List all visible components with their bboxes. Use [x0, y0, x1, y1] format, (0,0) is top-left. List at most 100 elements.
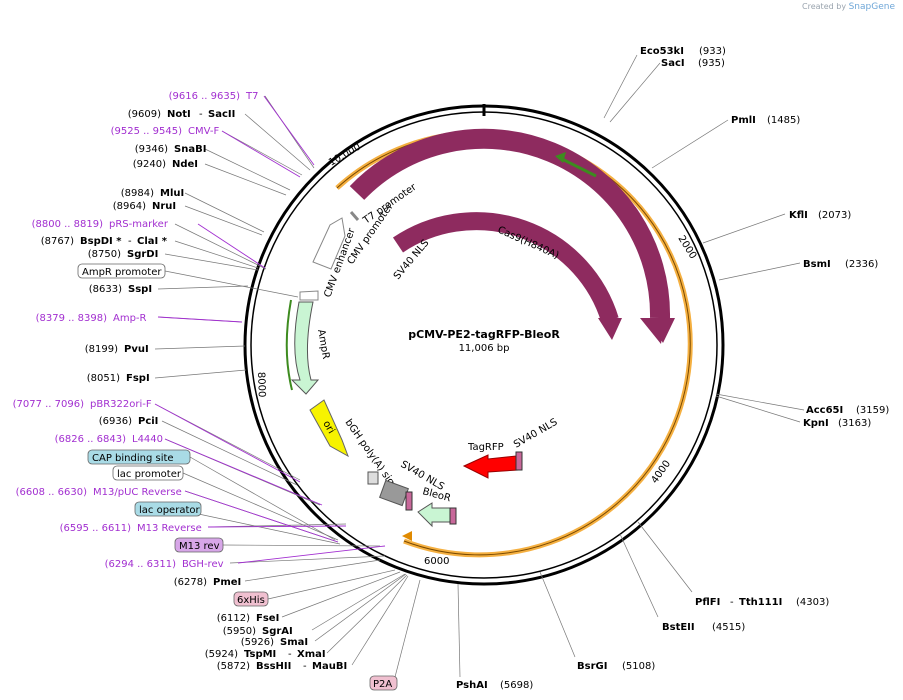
label-cmvf-pos: (9525 .. 9545): [111, 126, 183, 137]
ori-feature: [309, 399, 349, 458]
label-nrui: NruI: [152, 201, 176, 212]
label-sspi: SspI: [128, 284, 152, 295]
bgh-feature: [367, 471, 379, 485]
label-fsei: FseI: [256, 613, 279, 624]
label-cmvf: CMV-F: [188, 126, 219, 137]
label-ampr: Amp-R: [113, 313, 147, 324]
tick-6000: 6000: [424, 556, 449, 567]
watermark-brand: SnapGene: [848, 2, 895, 12]
label-bsteii-pos: (4515): [712, 622, 745, 633]
label-l4440-pos: (6826 .. 6843): [55, 434, 127, 445]
label-t7-pos: (9616 .. 9635): [169, 91, 241, 102]
label-tth111i: Tth111I: [739, 597, 782, 608]
plasmid-name: pCMV-PE2-tagRFP-BleoR: [408, 328, 560, 341]
label-noti-sep: -: [199, 109, 203, 120]
label-l4440: L4440: [132, 434, 163, 445]
label-saci: SacI: [661, 58, 685, 69]
label-pshai-pos: (5698): [500, 680, 533, 691]
tick-8000: 8000: [255, 372, 267, 398]
label-kpni-pos: (3163): [838, 418, 871, 429]
label-bspdi-sep: -: [128, 236, 132, 247]
label-fsei-pos: (6112): [217, 613, 250, 624]
label-sgrdi: SgrDI: [127, 249, 158, 260]
ampr-green-line: [285, 299, 293, 391]
label-pcii-pos: (6936): [99, 416, 132, 427]
label-pflfi-pos: (4303): [796, 597, 829, 608]
label-sgrai-pos: (5950): [223, 626, 256, 637]
6xhis-box: [233, 591, 269, 607]
label-kfli-pos: (2073): [818, 210, 851, 221]
p2a-box: [369, 675, 398, 691]
plasmid-size: 11,006 bp: [459, 343, 510, 354]
label-pcii: PciI: [138, 416, 158, 427]
cas9-green-arrow: [559, 156, 597, 178]
label-prs: pRS-marker: [109, 219, 169, 230]
label-sspi-pos: (8633): [89, 284, 122, 295]
ampr-feature: [290, 301, 320, 395]
label-sgrdi-pos: (8750): [88, 249, 121, 260]
label-maubi: MauBI: [312, 661, 347, 672]
grey-block: [379, 479, 409, 507]
label-m13rev-box: M13 rev: [179, 541, 220, 552]
label-ndei-pos: (9240): [133, 159, 166, 170]
label-kfli: KflI: [789, 210, 808, 221]
cas9-arrowhead: [647, 318, 675, 343]
cas9-band: [349, 128, 671, 319]
label-noti: NotI: [167, 109, 191, 120]
bleor-nls-box: [449, 507, 457, 525]
label-sgrai: SgrAI: [262, 626, 293, 637]
primer-leaders: [154, 95, 386, 564]
label-smai-pos: (5926): [241, 637, 274, 648]
label-tspmi-pos: (5924): [205, 649, 238, 660]
label-pbr-pos: (7077 .. 7096): [13, 399, 85, 410]
label-cap-binding: CAP binding site: [92, 453, 174, 464]
label-pflfi-sep: -: [730, 597, 734, 608]
label-bsshii-pos: (5872): [217, 661, 250, 672]
orange-track-end-arrow: [402, 531, 412, 541]
label-bsrgi-pos: (5108): [622, 661, 655, 672]
label-bsteii: BstEII: [662, 622, 695, 633]
label-pshai: PshAI: [456, 680, 488, 691]
label-lac-promoter: lac promoter: [117, 469, 182, 480]
cas9-green-arrowhead: [555, 152, 566, 163]
label-m13rev: M13 Reverse: [137, 523, 202, 534]
label-bspdi: BspDI *: [80, 236, 122, 247]
label-mlui: MluI: [160, 188, 184, 199]
watermark: Created by SnapGene: [802, 2, 895, 12]
label-saci-pos: (935): [698, 58, 725, 69]
ampr-promoter-arrow: [299, 290, 319, 301]
label-bspdi-pos: (8767): [41, 236, 74, 247]
label-pbr: pBR322ori-F: [90, 399, 152, 410]
lac-operator-box: [134, 501, 202, 517]
tagrfp-arrow: [462, 454, 519, 479]
label-clai: ClaI *: [137, 236, 168, 247]
t7-promoter-mark: [349, 211, 360, 221]
label-xmai: XmaI: [297, 649, 326, 660]
watermark-prefix: Created by: [802, 2, 847, 11]
label-pmli-pos: (1485): [767, 115, 800, 126]
label-pmli: PmlI: [731, 115, 756, 126]
label-pmei: PmeI: [213, 577, 241, 588]
label-fspi-pos: (8051): [87, 373, 120, 384]
label-snabi: SnaBI: [174, 144, 206, 155]
label-eco53ki: Eco53kI: [640, 46, 684, 57]
tagrfp-label: TagRFP: [467, 442, 504, 453]
label-bsrgi: BsrGI: [577, 661, 607, 672]
label-bsshii: BssHII: [256, 661, 291, 672]
label-pmei-pos: (6278): [174, 577, 207, 588]
label-bsshii-sep: -: [303, 661, 307, 672]
label-lac-operator: lac operator: [139, 505, 200, 516]
label-ndei: NdeI: [172, 159, 198, 170]
label-bghrev-pos: (6294 .. 6311): [105, 559, 177, 570]
sv40-nls-2-feature: [405, 491, 413, 511]
right-leaders: [457, 54, 805, 678]
label-snabi-pos: (9346): [135, 144, 168, 155]
label-tspmi: TspMI: [244, 649, 276, 660]
label-nrui-pos: (8964): [113, 201, 146, 212]
cas9-h840a-arrowhead: [598, 318, 622, 340]
label-ampr-promoter: AmpR promoter: [82, 267, 162, 278]
label-sacii: SacII: [208, 109, 235, 120]
tagrfp-nls-box: [515, 451, 523, 471]
ampr-label: AmpR: [315, 329, 331, 360]
